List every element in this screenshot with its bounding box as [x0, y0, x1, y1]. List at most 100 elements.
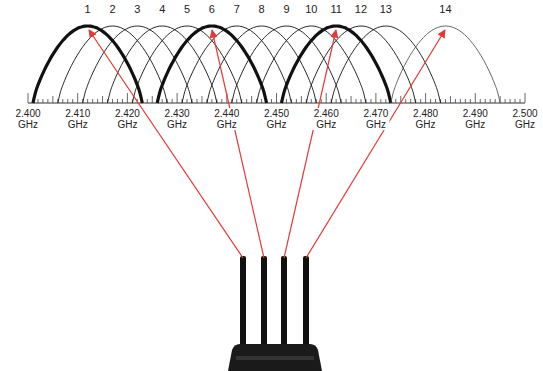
axis-tick: [460, 99, 461, 103]
axis-tick: [236, 99, 237, 103]
axis-tick: [385, 99, 386, 103]
axis-tick: [196, 99, 197, 103]
channel-arc: [108, 26, 217, 103]
channel-arc: [182, 26, 291, 103]
frequency-label: 2.440 GHz: [213, 108, 240, 130]
channel-number: 4: [159, 3, 165, 16]
axis-tick: [380, 99, 381, 103]
axis-tick: [525, 93, 526, 103]
channel-arc: [157, 26, 266, 103]
axis-tick: [410, 99, 411, 103]
channel-number: 13: [380, 3, 392, 16]
frequency-label: 2.430 GHz: [164, 108, 191, 130]
axis-tick: [67, 99, 68, 103]
axis-tick: [37, 99, 38, 103]
channel-number: 6: [209, 3, 215, 16]
channel-arc: [33, 26, 142, 103]
channel-arc: [207, 26, 316, 103]
axis-tick: [221, 99, 222, 103]
channel-number: 11: [330, 3, 341, 16]
axis-tick: [370, 99, 371, 103]
axis-tick: [360, 99, 361, 103]
axis-tick: [172, 99, 173, 103]
channel-arc: [306, 26, 415, 103]
axis-tick: [321, 99, 322, 103]
axis-tick: [246, 99, 247, 103]
axis-tick: [177, 93, 178, 103]
channel-number: 14: [439, 3, 451, 16]
axis-tick: [425, 93, 426, 103]
axis-tick: [405, 99, 406, 103]
channel-number: 8: [259, 3, 265, 16]
channel-arc: [83, 26, 192, 103]
axis-tick: [470, 99, 471, 103]
axis-tick: [455, 99, 456, 103]
axis-tick: [510, 99, 511, 103]
axis-tick: [480, 99, 481, 103]
axis-tick: [201, 96, 202, 103]
axis-tick: [87, 99, 88, 103]
antenna: [261, 256, 267, 352]
channel-number: 9: [283, 3, 289, 16]
axis-tick: [356, 99, 357, 103]
channel-arc: [281, 26, 390, 103]
axis-tick: [77, 93, 78, 103]
axis-tick: [92, 99, 93, 103]
axis-tick: [450, 96, 451, 103]
axis-tick: [52, 96, 53, 103]
channel-number: 2: [109, 3, 115, 16]
frequency-label: 2.500 GHz: [511, 108, 538, 130]
channel-number: 5: [184, 3, 190, 16]
axis-tick: [112, 99, 113, 103]
frequency-label: 2.450 GHz: [263, 108, 290, 130]
frequency-label: 2.400 GHz: [14, 108, 41, 130]
axis-tick: [147, 99, 148, 103]
axis-tick: [261, 99, 262, 103]
axis-tick: [296, 99, 297, 103]
axis-tick: [152, 96, 153, 103]
axis-tick: [430, 99, 431, 103]
axis-tick: [346, 99, 347, 103]
axis-tick: [351, 96, 352, 103]
axis-tick: [62, 99, 63, 103]
axis-tick: [465, 99, 466, 103]
axis-tick: [127, 93, 128, 103]
channel-number: 12: [355, 3, 367, 16]
signal-arrow: [284, 30, 336, 258]
channel-arc: [232, 26, 341, 103]
axis-tick: [28, 93, 29, 103]
axis-tick: [375, 93, 376, 103]
channel-number: 3: [134, 3, 140, 16]
frequency-label: 2.480 GHz: [412, 108, 439, 130]
antenna: [240, 256, 246, 352]
axis-tick: [42, 99, 43, 103]
axis-tick: [505, 99, 506, 103]
router-body: [228, 344, 322, 371]
axis-tick: [162, 99, 163, 103]
axis-tick: [395, 99, 396, 103]
axis-tick: [420, 99, 421, 103]
axis-tick: [311, 99, 312, 103]
axis-tick: [47, 99, 48, 103]
router-edge: [236, 356, 314, 360]
axis-tick: [336, 99, 337, 103]
axis-tick: [276, 93, 277, 103]
antenna: [303, 256, 309, 352]
channel-number: 1: [85, 3, 91, 16]
signal-arrow: [306, 30, 445, 258]
axis-tick: [72, 99, 73, 103]
router-illustration: [228, 256, 322, 371]
axis-tick: [97, 99, 98, 103]
axis-tick: [485, 99, 486, 103]
frequency-label: 2.420 GHz: [114, 108, 141, 130]
frequency-label: 2.470 GHz: [362, 108, 389, 130]
axis-tick: [515, 99, 516, 103]
axis-tick: [122, 99, 123, 103]
axis-tick: [301, 96, 302, 103]
axis-tick: [117, 99, 118, 103]
axis-tick: [475, 93, 476, 103]
channel-number: 10: [305, 3, 317, 16]
frequency-label: 2.490 GHz: [462, 108, 489, 130]
frequency-label: 2.460 GHz: [313, 108, 340, 130]
axis-tick: [211, 99, 212, 103]
